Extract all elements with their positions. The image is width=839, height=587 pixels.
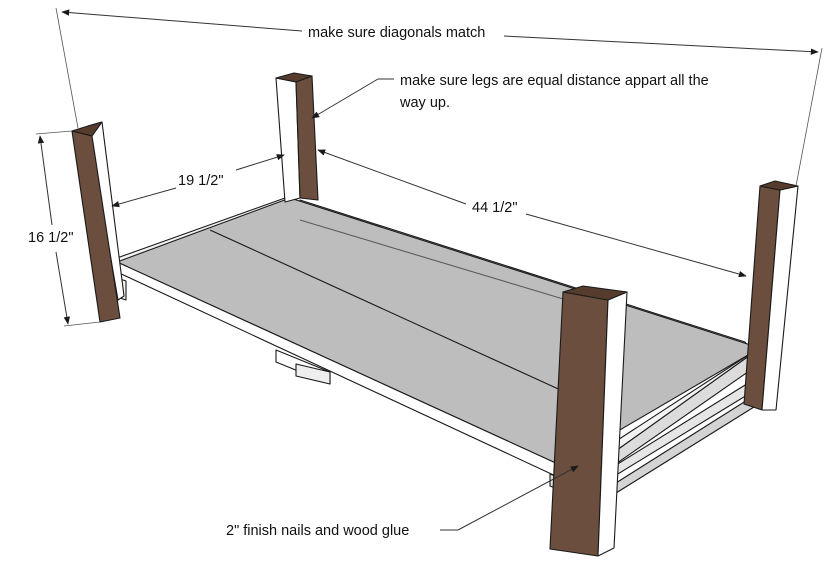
legs-note-line2: way up.	[399, 95, 450, 111]
platform	[116, 197, 766, 499]
legs-callout-leader	[311, 78, 379, 119]
legs-note-line1: make sure legs are equal distance appart…	[400, 73, 709, 89]
length-label: 44 1/2"	[472, 200, 517, 216]
diagonal-dim-line-b	[503, 35, 819, 55]
leg-front-right-top	[562, 285, 628, 301]
leg-back-left-wood	[295, 75, 319, 201]
diagonal-note: make sure diagonals match	[308, 25, 485, 41]
plywood-seam-back	[299, 219, 601, 311]
plywood-seam-front	[209, 229, 601, 409]
leg-back-left-top	[275, 72, 313, 83]
height-ext-top	[35, 130, 73, 135]
ext-line-left	[55, 7, 79, 129]
nails-note: 2" finish nails and wood glue	[226, 523, 409, 539]
leg-back-right-top	[759, 180, 799, 191]
dimension-width: 19 1/2"	[111, 154, 285, 208]
leg-back-left	[275, 72, 319, 203]
height-dim-line-bottom	[55, 251, 70, 325]
nails-callout-leader	[457, 465, 579, 531]
leg-front-right	[549, 285, 628, 557]
leg-front-left	[71, 121, 125, 323]
width-dim-line-left	[111, 187, 177, 208]
dimension-length: 44 1/2"	[317, 149, 747, 278]
length-dim-line-right	[525, 213, 747, 278]
ext-line-right	[795, 47, 823, 187]
dimension-diagonal: make sure diagonals match	[55, 7, 823, 187]
dimension-height: 16 1/2"	[28, 130, 101, 327]
nails-callout: 2" finish nails and wood glue	[226, 465, 579, 539]
leg-back-right	[743, 180, 799, 411]
width-label: 19 1/2"	[178, 173, 223, 189]
leg-front-left-top	[71, 121, 103, 137]
diagonal-dim-line-a	[61, 9, 303, 32]
length-dim-line-left	[317, 149, 467, 205]
height-dim-line-top	[37, 135, 53, 226]
height-label: 16 1/2"	[28, 230, 73, 246]
legs-callout: make sure legs are equal distance appart…	[311, 73, 709, 119]
height-ext-bottom	[63, 321, 101, 327]
center-support-block-side	[295, 363, 331, 385]
width-dim-line-right	[235, 154, 285, 171]
